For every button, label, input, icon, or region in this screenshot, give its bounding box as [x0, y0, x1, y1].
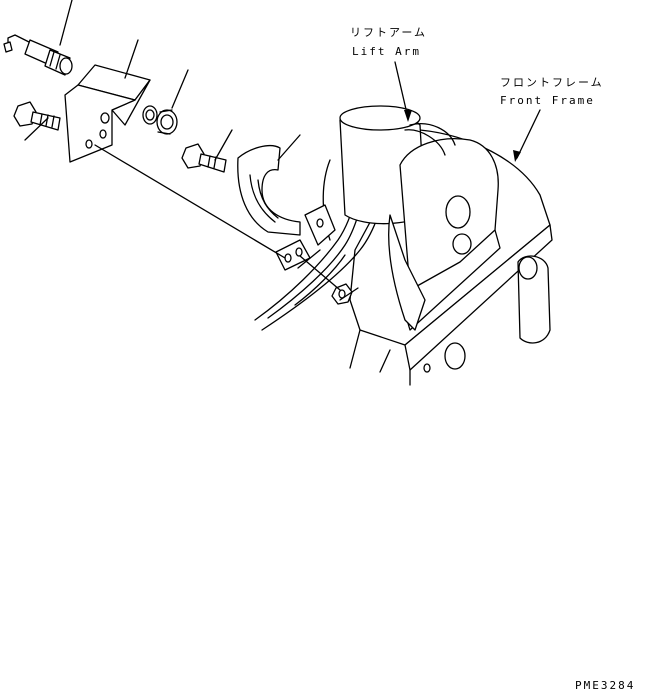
mounting-bracket	[64, 64, 151, 163]
hex-nut	[331, 283, 353, 305]
bolt-center	[181, 143, 227, 173]
leader-lines	[24, 0, 541, 301]
bolt-left	[13, 101, 61, 131]
label-front-frame-en: Front Frame	[500, 94, 595, 107]
guard-plate	[237, 144, 301, 236]
drawing-code: PME3284	[575, 679, 635, 692]
label-lift-arm-en: Lift Arm	[352, 45, 421, 58]
proximity-sensor	[3, 34, 73, 76]
lift-arm	[254, 105, 499, 331]
label-lift-arm-jp: リフトアーム	[350, 26, 427, 39]
label-front-frame-jp: フロントフレーム	[500, 76, 604, 89]
spacer-rings	[142, 105, 178, 135]
